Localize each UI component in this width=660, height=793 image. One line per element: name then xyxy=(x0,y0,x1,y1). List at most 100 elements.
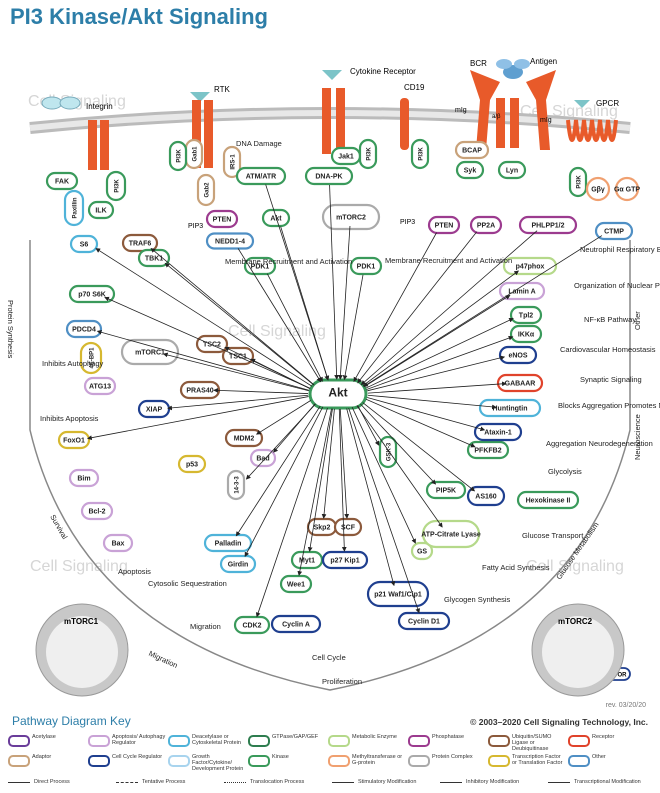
key-label: Apoptosis/ Autophagy Regulator xyxy=(112,734,166,746)
migration-label-2: Migration xyxy=(147,649,179,670)
pathway-edge xyxy=(237,248,322,383)
svg-text:PHLPP1/2: PHLPP1/2 xyxy=(531,223,564,230)
node-bax: Bax xyxy=(102,533,134,553)
mtorc1-complex: mTORC1 xyxy=(35,603,129,697)
node-foxo1: FoxO1 xyxy=(57,430,91,450)
key-label: Protein Complex xyxy=(432,754,473,760)
node-syk: Syk xyxy=(455,160,485,180)
pathway-edge xyxy=(235,405,321,537)
svg-text:PI3K: PI3K xyxy=(177,149,183,163)
key-swatch xyxy=(88,755,110,767)
svg-text:ATP-Citrate Lyase: ATP-Citrate Lyase xyxy=(421,532,481,539)
node-tpl2: Tpl2 xyxy=(509,305,543,325)
svg-text:mIg: mIg xyxy=(540,117,552,124)
key-line xyxy=(8,782,30,783)
svg-text:Palladin: Palladin xyxy=(215,541,242,548)
key-line-label: Direct Process xyxy=(34,779,70,785)
key-swatch xyxy=(408,735,430,747)
node-jak1: Jak1 xyxy=(330,146,362,166)
svg-text:Antigen: Antigen xyxy=(530,57,557,66)
svg-text:Wee1: Wee1 xyxy=(287,582,305,589)
svg-text:FoxO1: FoxO1 xyxy=(63,438,85,445)
node-cdk2: CDK2 xyxy=(233,615,271,635)
svg-text:PI3K: PI3K xyxy=(577,175,583,189)
key-line-label: Translocation Process xyxy=(250,779,305,785)
svg-text:Tpl2: Tpl2 xyxy=(519,313,533,320)
migration-label: Migration xyxy=(190,622,221,631)
svg-text:a/β: a/β xyxy=(492,114,501,120)
key-swatch xyxy=(8,755,30,767)
svg-text:4E-BP1: 4E-BP1 xyxy=(90,347,96,369)
svg-text:Cyclin D1: Cyclin D1 xyxy=(408,619,440,626)
svg-text:ILK: ILK xyxy=(95,208,106,215)
pathway-edge xyxy=(338,225,351,380)
svg-text:Girdin: Girdin xyxy=(228,562,249,569)
key-label: Metabolic Enzyme xyxy=(352,734,397,740)
key-line-label: Inhibitory Modification xyxy=(466,779,520,785)
cytosolic-label: Cytosolic Sequestration xyxy=(148,579,227,588)
svg-text:Lamin A: Lamin A xyxy=(508,289,535,296)
svg-text:Cell Signaling: Cell Signaling xyxy=(30,558,128,575)
svg-text:PDK1: PDK1 xyxy=(357,264,376,271)
node-acl: ATP-Citrate Lyase xyxy=(421,519,481,549)
gpcr-receptor: GPCR xyxy=(566,99,619,142)
pathway-edge xyxy=(356,405,443,528)
rtk-receptor: RTK xyxy=(190,85,231,168)
node-huntingtin: Huntingtin xyxy=(478,398,542,418)
node-gab2: Gab2 xyxy=(196,173,216,207)
node-tbk1: TBK1 xyxy=(137,248,171,268)
node-irs1: IRS-1 xyxy=(222,145,242,179)
svg-text:PIP5K: PIP5K xyxy=(436,488,456,495)
svg-text:mTORC1: mTORC1 xyxy=(135,350,165,357)
svg-text:Cell Signaling: Cell Signaling xyxy=(228,323,326,340)
key-swatch xyxy=(328,735,350,747)
node-pdk1b: PDK1 xyxy=(349,256,383,276)
svg-text:CD19: CD19 xyxy=(404,83,425,92)
fatty-acid-label: Fatty Acid Synthesis xyxy=(482,563,550,572)
node-phlpp: PHLPP1/2 xyxy=(518,215,578,235)
neuroscience-label: Neuroscience xyxy=(633,414,642,460)
key-line xyxy=(548,782,570,783)
pathway-edge xyxy=(250,358,311,390)
svg-text:p53: p53 xyxy=(186,462,198,469)
node-hk2: Hexokinase II xyxy=(516,490,580,510)
key-swatch xyxy=(568,735,590,747)
svg-text:PFKFB2: PFKFB2 xyxy=(474,448,501,455)
svg-text:Integrin: Integrin xyxy=(86,102,113,111)
bcr-receptor: BCR Antigen mIg mIg a/β xyxy=(455,57,557,150)
pathway-edge xyxy=(213,388,309,394)
svg-text:Membrane Recruitment and Activ: Membrane Recruitment and Activation xyxy=(225,257,352,266)
node-dnapk: DNA-PK xyxy=(304,166,354,186)
key-swatch xyxy=(88,735,110,747)
neurodegeneration-label: Aggregation Neurodegeneration xyxy=(546,439,653,448)
node-girdin: Girdin xyxy=(219,554,257,574)
svg-text:mIg: mIg xyxy=(455,107,467,114)
svg-text:CTMP: CTMP xyxy=(604,229,624,236)
node-ikka: IKKα xyxy=(509,324,543,344)
node-wee1: Wee1 xyxy=(279,574,313,594)
integrin-receptor: Integrin xyxy=(41,96,113,170)
pathway-edge xyxy=(365,398,476,448)
inhibits-autophagy-label: Inhibits Autophagy xyxy=(42,359,104,368)
svg-text:GABAAR: GABAAR xyxy=(505,381,536,388)
pathway-edge xyxy=(357,231,478,384)
svg-text:Syk: Syk xyxy=(464,168,477,175)
svg-text:Bad: Bad xyxy=(256,456,269,463)
node-pten: PTEN xyxy=(205,209,239,229)
pathway-edge xyxy=(346,408,396,587)
node-bcl2: Bcl-2 xyxy=(80,501,114,521)
pathway-edge xyxy=(365,318,514,389)
inhibits-apoptosis-label: Inhibits Apoptosis xyxy=(40,414,99,423)
pathway-edge xyxy=(367,397,486,432)
node-pi3k: PI3K xyxy=(105,170,127,202)
node-pras40: PRAS40 xyxy=(179,380,221,400)
svg-text:Huntingtin: Huntingtin xyxy=(493,406,528,413)
cd19-receptor: CD19 xyxy=(400,83,425,150)
svg-text:Cytokine Receptor: Cytokine Receptor xyxy=(350,67,416,76)
synaptic-label: Synaptic Signaling xyxy=(580,375,642,384)
pathway-edge xyxy=(96,329,310,391)
nuclear-label: Organization of Nuclear Proteins xyxy=(574,281,660,290)
pathway-edge xyxy=(338,408,347,552)
svg-text:CDK2: CDK2 xyxy=(242,623,261,630)
key-line xyxy=(332,782,354,783)
